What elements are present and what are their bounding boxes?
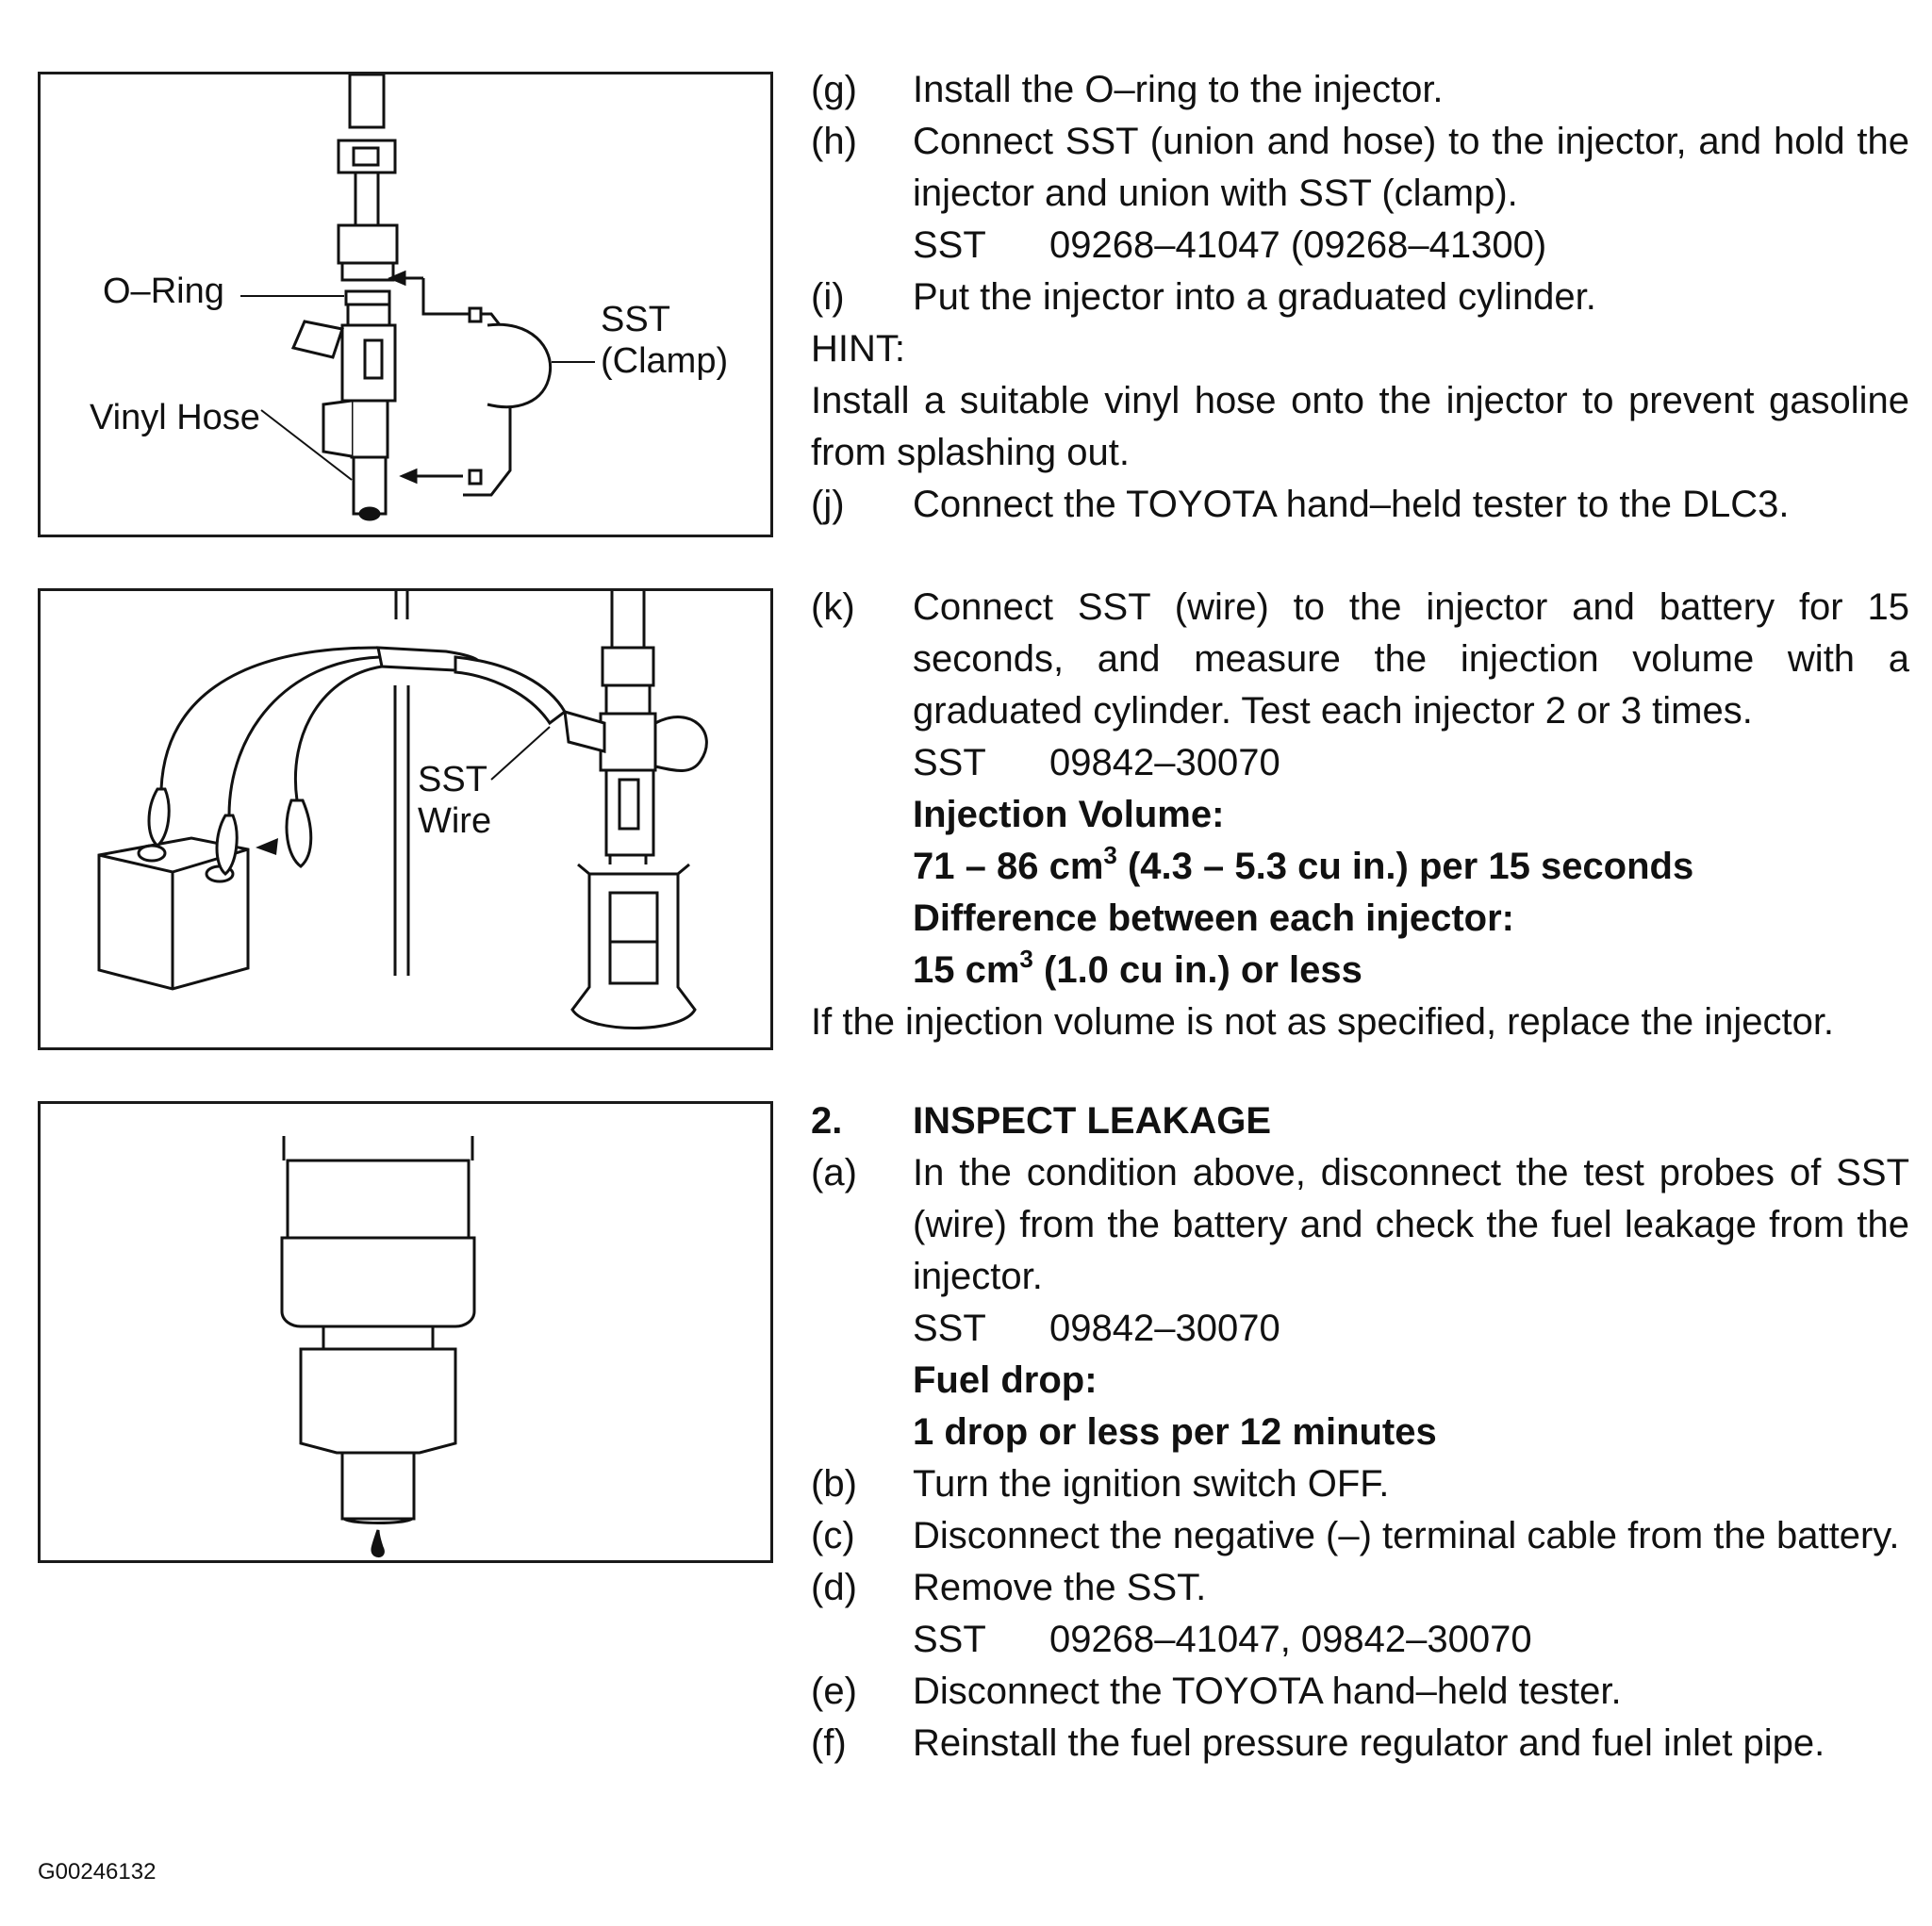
step-j: (j) Connect the TOYOTA hand–held tester … bbox=[811, 479, 1909, 531]
step-text: Connect the TOYOTA hand–held tester to t… bbox=[913, 484, 1790, 525]
spec-injection-volume-value: 71 – 86 cm3 (4.3 – 5.3 cu in.) per 15 se… bbox=[913, 840, 1694, 887]
step-text: Connect SST (union and hose) to the inje… bbox=[913, 121, 1909, 214]
step-text: Disconnect the TOYOTA hand–held tester. bbox=[913, 1671, 1622, 1712]
injector-clamp-drawing bbox=[240, 74, 595, 521]
step-text: In the condition above, disconnect the t… bbox=[913, 1152, 1909, 1297]
figure-injector-leakage bbox=[38, 1101, 773, 1563]
heading-text: INSPECT LEAKAGE bbox=[913, 1100, 1272, 1142]
sst-line: SST 09842–30070 bbox=[811, 737, 1909, 789]
step-marker: (b) bbox=[811, 1463, 857, 1505]
sst-line: SST 09842–30070 bbox=[811, 1303, 1909, 1355]
figure-injector-clamp: O–Ring Vinyl Hose SST (Clamp) bbox=[38, 72, 773, 537]
step-k: (k) Connect SST (wire) to the injector a… bbox=[811, 582, 1909, 737]
sst-value: 09268–41047 (09268–41300) bbox=[1049, 224, 1547, 266]
step-text: Remove the SST. bbox=[913, 1567, 1207, 1608]
step-marker: (d) bbox=[811, 1567, 857, 1608]
hint-text: Install a suitable vinyl hose onto the i… bbox=[811, 380, 1909, 473]
step-i: (i) Put the injector into a graduated cy… bbox=[811, 272, 1909, 323]
step-marker: (g) bbox=[811, 69, 857, 110]
step-text: Put the injector into a graduated cylind… bbox=[913, 276, 1596, 318]
step-marker: (f) bbox=[811, 1722, 847, 1764]
step-text: Disconnect the negative (–) terminal cab… bbox=[913, 1515, 1900, 1556]
sst-label: SST bbox=[913, 742, 986, 783]
step-marker: (a) bbox=[811, 1152, 857, 1193]
replace-note: If the injection volume is not as specif… bbox=[811, 1001, 1835, 1043]
sst-label: SST bbox=[601, 300, 670, 339]
spec-difference-value: 15 cm3 (1.0 cu in.) or less bbox=[913, 944, 1362, 991]
step-b: (b) Turn the ignition switch OFF. bbox=[811, 1458, 1909, 1510]
step-h: (h) Connect SST (union and hose) to the … bbox=[811, 116, 1909, 220]
heading-number: 2. bbox=[811, 1100, 843, 1142]
injection-test-drawing bbox=[97, 591, 708, 1029]
instructions-block-2: (k) Connect SST (wire) to the injector a… bbox=[811, 582, 1909, 1048]
step-marker: (i) bbox=[811, 276, 845, 318]
step-a: (a) In the condition above, disconnect t… bbox=[811, 1147, 1909, 1303]
spec-injection-volume-label: Injection Volume: bbox=[913, 794, 1225, 835]
spec-fuel-drop-label: Fuel drop: bbox=[913, 1359, 1098, 1401]
step-marker: (e) bbox=[811, 1671, 857, 1712]
step-f: (f) Reinstall the fuel pressure regulato… bbox=[811, 1718, 1909, 1770]
step-marker: (j) bbox=[811, 484, 845, 525]
spec-fuel-drop-value: 1 drop or less per 12 minutes bbox=[913, 1411, 1437, 1453]
sst-value: 09842–30070 bbox=[1049, 1308, 1280, 1349]
sst-label: SST bbox=[913, 224, 986, 266]
section-heading: 2. INSPECT LEAKAGE bbox=[811, 1095, 1909, 1147]
step-text: Connect SST (wire) to the injector and b… bbox=[913, 586, 1909, 732]
sst-label: SST bbox=[913, 1308, 986, 1349]
step-c: (c) Disconnect the negative (–) terminal… bbox=[811, 1510, 1909, 1562]
step-marker: (k) bbox=[811, 586, 855, 628]
step-g: (g) Install the O–ring to the injector. bbox=[811, 64, 1909, 116]
wire-label: Wire bbox=[418, 801, 492, 841]
sst-value: 09842–30070 bbox=[1049, 742, 1280, 783]
injector-leakage-drawing bbox=[280, 1136, 476, 1558]
instructions-block-1: (g) Install the O–ring to the injector. … bbox=[811, 64, 1909, 531]
step-marker: (c) bbox=[811, 1515, 855, 1556]
o-ring-label: O–Ring bbox=[103, 272, 224, 311]
sst-label: SST bbox=[913, 1619, 986, 1660]
clamp-label: (Clamp) bbox=[601, 341, 729, 381]
step-text: Reinstall the fuel pressure regulator an… bbox=[913, 1722, 1825, 1764]
step-e: (e) Disconnect the TOYOTA hand–held test… bbox=[811, 1666, 1909, 1718]
hint-label: HINT: bbox=[811, 328, 905, 370]
figure-id: G00246132 bbox=[38, 1859, 157, 1885]
instructions-block-3: 2. INSPECT LEAKAGE (a) In the condition … bbox=[811, 1095, 1909, 1770]
sst-line: SST 09268–41047 (09268–41300) bbox=[811, 220, 1909, 272]
step-marker: (h) bbox=[811, 121, 857, 162]
sst-value: 09268–41047, 09842–30070 bbox=[1049, 1619, 1532, 1660]
figure-injection-volume-test: SST Wire bbox=[38, 588, 773, 1050]
sst-label: SST bbox=[418, 760, 487, 799]
sst-line: SST 09268–41047, 09842–30070 bbox=[811, 1614, 1909, 1666]
step-text: Install the O–ring to the injector. bbox=[913, 69, 1444, 110]
step-d: (d) Remove the SST. bbox=[811, 1562, 1909, 1614]
step-text: Turn the ignition switch OFF. bbox=[913, 1463, 1390, 1505]
spec-difference-label: Difference between each injector: bbox=[913, 897, 1514, 939]
vinyl-hose-label: Vinyl Hose bbox=[90, 398, 260, 437]
